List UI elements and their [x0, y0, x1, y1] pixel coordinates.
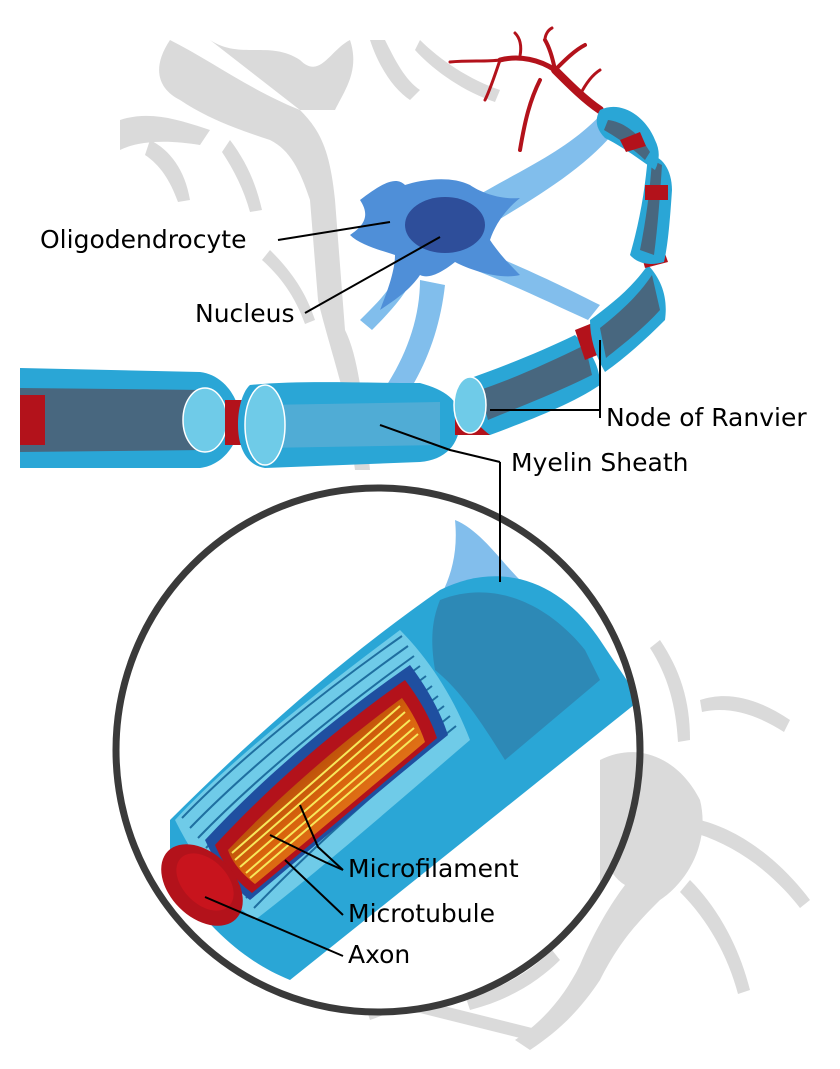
label-axon: Axon	[348, 940, 410, 969]
background-neuron-top	[120, 40, 500, 470]
myelinated-axon	[20, 106, 672, 468]
label-microtubule: Microtubule	[348, 899, 495, 928]
label-myelin-sheath: Myelin Sheath	[511, 448, 689, 477]
label-node-of-ranvier: Node of Ranvier	[606, 403, 807, 432]
axon-terminal-red	[448, 26, 604, 152]
label-nucleus: Nucleus	[195, 299, 295, 328]
zoom-circle	[112, 484, 644, 1016]
leader-lines	[204, 221, 601, 957]
nucleus-shape	[405, 197, 485, 253]
label-oligodendrocyte: Oligodendrocyte	[40, 225, 246, 254]
label-microfilament: Microfilament	[348, 854, 519, 883]
zoom-circle-outline	[112, 484, 644, 1016]
